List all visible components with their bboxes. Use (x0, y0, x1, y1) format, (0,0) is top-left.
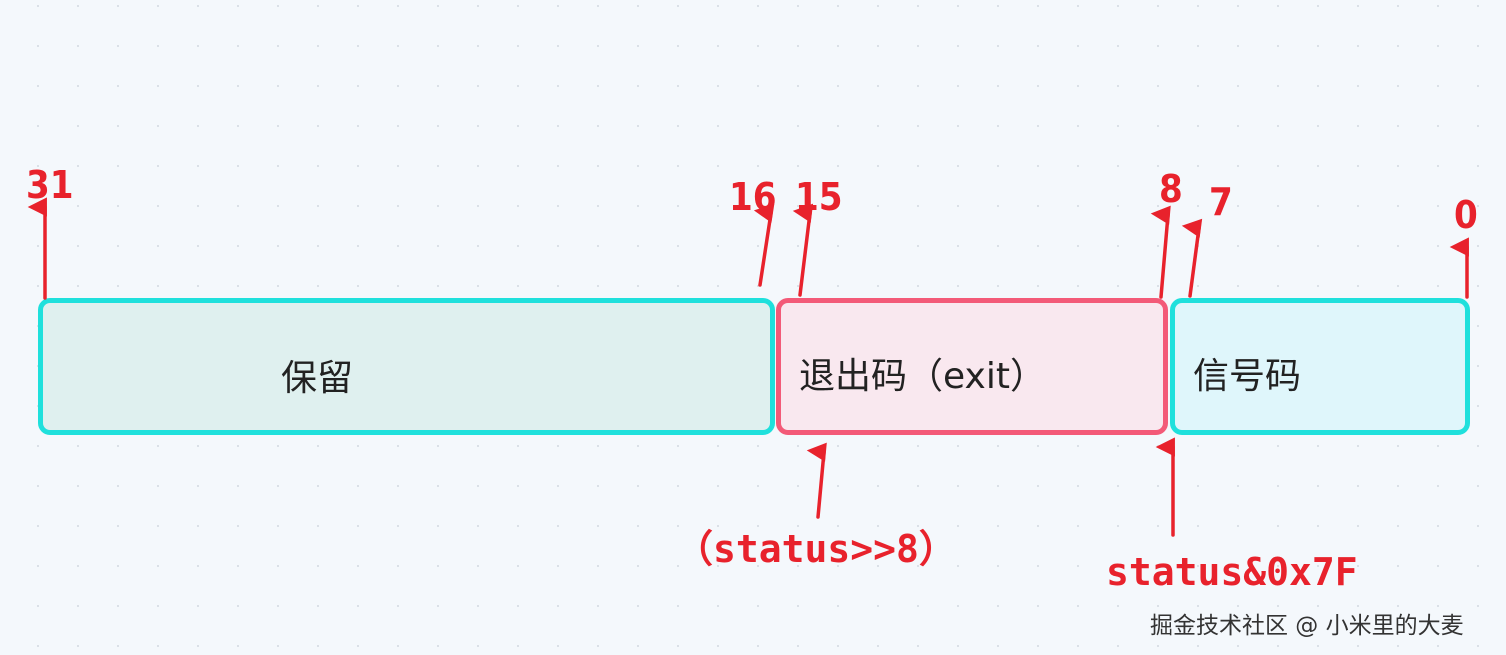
reserved-field-box: 保留 (38, 298, 775, 435)
watermark-text: 掘金技术社区 @ 小米里的大麦 (1150, 613, 1464, 639)
exit-code-expression: （status>>8） (675, 527, 957, 571)
bit-label-0: 0 (1454, 193, 1478, 237)
bit-label-15: 15 (795, 175, 843, 219)
arrow-bit-7 (1181, 218, 1203, 298)
signal-field-label: 信号码 (1193, 356, 1302, 397)
bit-label-16: 16 (729, 175, 777, 219)
exit-code-field-box: 退出码（exit） (776, 298, 1168, 435)
arrow-exit-expr (806, 442, 827, 519)
reserved-field-label: 保留 (281, 358, 354, 399)
exit-code-field-label: 退出码（exit） (799, 356, 1046, 397)
signal-field-box: 信号码 (1170, 298, 1470, 435)
arrow-bit-8 (1150, 205, 1171, 299)
bit-label-7: 7 (1209, 180, 1233, 224)
signal-expression: status&0x7F (1106, 550, 1358, 594)
arrow-bit-16 (753, 203, 775, 287)
arrow-bit-15 (792, 203, 814, 297)
bit-label-31: 31 (26, 163, 74, 207)
bit-label-8: 8 (1159, 167, 1183, 211)
